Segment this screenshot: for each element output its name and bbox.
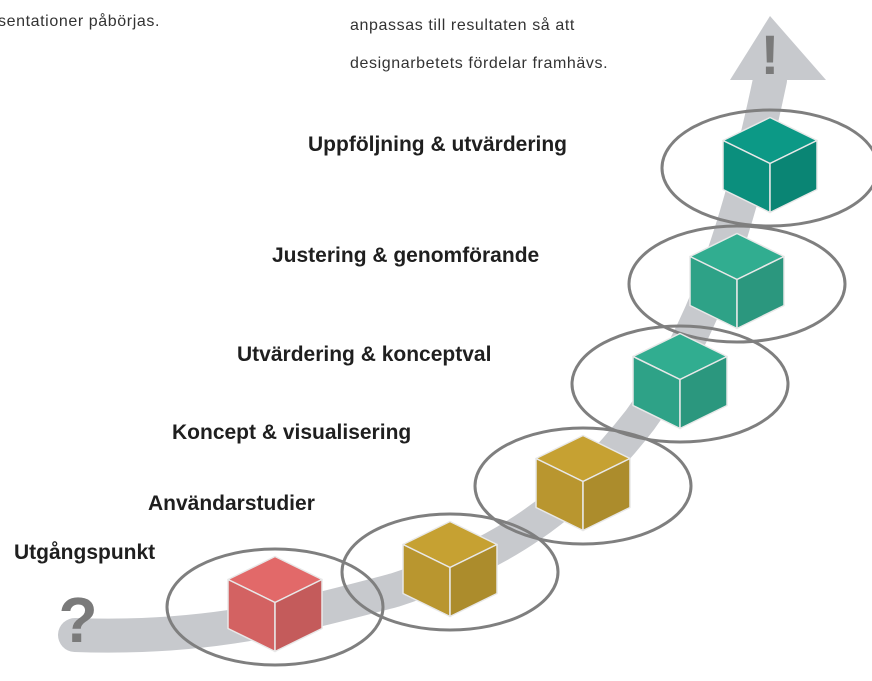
path-arrowhead (730, 16, 826, 80)
step-rings (165, 108, 872, 667)
step-cube (535, 434, 631, 532)
intro-text-right-line-2: designarbetets fördelar framhävs. (350, 55, 609, 72)
step-label-koncept-visualisering: Koncept & visualisering (172, 421, 412, 444)
step-cube (722, 116, 818, 214)
step-ring (165, 547, 385, 667)
step-label-uppfoljning-utvardering: Uppföljning & utvärdering (308, 133, 567, 156)
cube-right-face (274, 578, 323, 653)
step-cube (632, 332, 728, 430)
cube-right-face (679, 355, 728, 430)
step-cube (689, 232, 785, 330)
exclamation-mark-icon: ! (761, 23, 780, 86)
step-cube (402, 520, 498, 618)
step-cubes (227, 116, 818, 653)
step-ring (660, 108, 872, 228)
intro-text-left: sentationer påbörjas. (0, 13, 161, 30)
step-ring (627, 224, 847, 344)
cube-right-face (736, 255, 785, 330)
step-ring (473, 426, 693, 546)
step-label-anvandarstudier: Användarstudier (148, 492, 315, 515)
step-label-utgangspunkt: Utgångspunkt (14, 541, 156, 564)
step-label-justering-genomforande: Justering & genomförande (272, 244, 540, 267)
question-mark-icon: ? (58, 584, 97, 656)
cube-right-face (582, 457, 631, 532)
cube-right-face (769, 139, 818, 214)
intro-text-right-line-1: anpassas till resultaten så att (350, 17, 575, 34)
step-ring (340, 512, 560, 632)
step-ring (570, 324, 790, 444)
step-label-utvardering-konceptval: Utvärdering & konceptval (237, 343, 492, 366)
step-cube (227, 555, 323, 653)
cube-right-face (449, 543, 498, 618)
